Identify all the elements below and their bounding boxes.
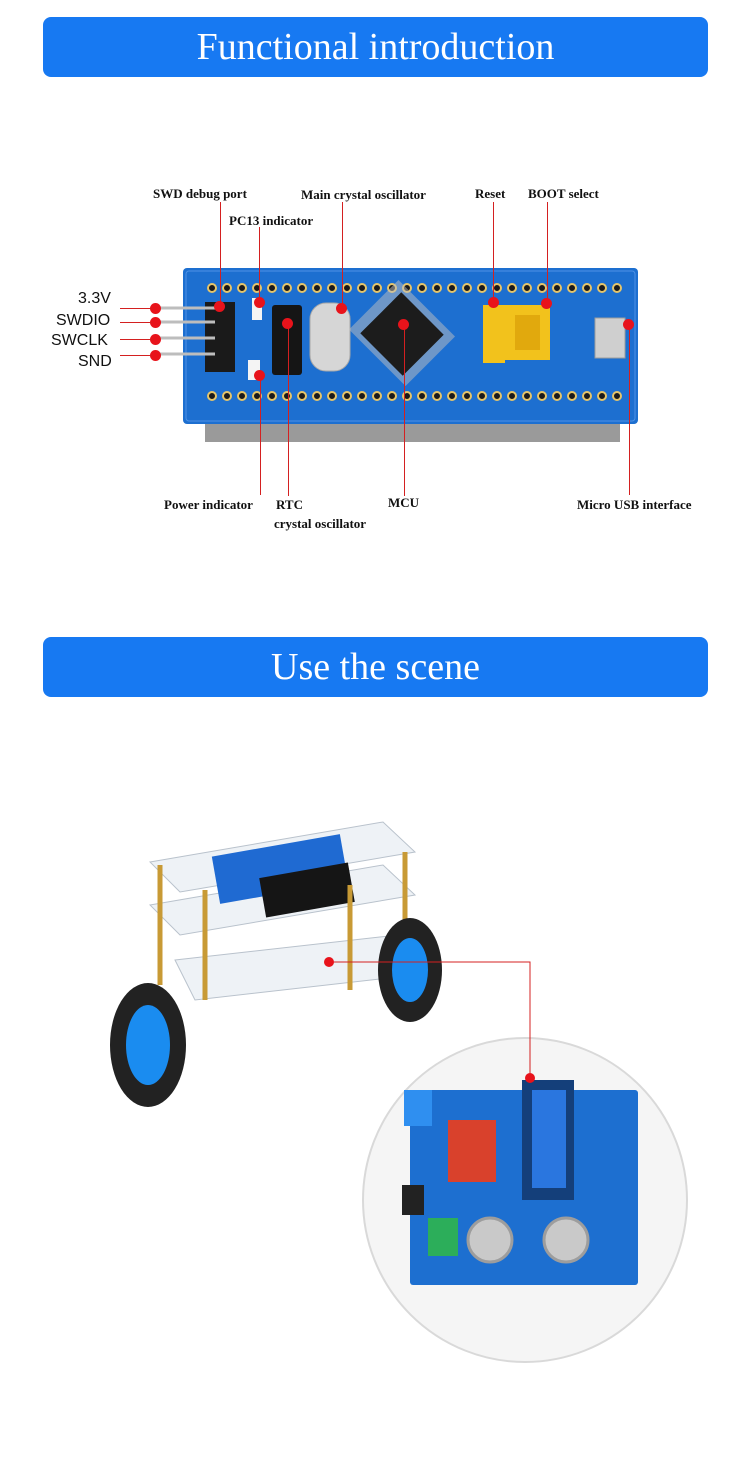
pin-3v3-marker [150, 303, 161, 314]
pin-swdio-marker [150, 317, 161, 328]
functional-introduction-banner: Functional introduction [43, 17, 708, 77]
rtc-crystal-marker [282, 318, 293, 329]
main-crystal-marker [336, 303, 347, 314]
balance-car [110, 821, 442, 1107]
power-indicator-marker [254, 370, 265, 381]
pin-snd-marker [150, 350, 161, 361]
micro-usb-port [594, 317, 626, 359]
reset-label: Reset [475, 186, 506, 201]
reset-button [483, 305, 505, 363]
pc13-led [252, 298, 262, 320]
use-the-scene-banner: Use the scene [43, 637, 708, 697]
rtc-label-line2: crystal oscillator [274, 516, 367, 531]
swd-debug-port-marker [214, 301, 225, 312]
pc13-indicator-marker [254, 297, 265, 308]
rtc-label-line1: RTC [276, 497, 303, 512]
car-marker [324, 957, 334, 967]
mcu-marker [398, 319, 409, 330]
mcu-chip [348, 279, 456, 387]
section-title: Functional introduction [196, 26, 555, 68]
power-indicator-label: Power indicator [164, 497, 253, 512]
circle-marker [525, 1073, 535, 1083]
section-title: Use the scene [271, 646, 480, 688]
reset-marker [488, 297, 499, 308]
pin-label-snd: SND [78, 353, 112, 370]
mcu-label: MCU [388, 495, 420, 510]
micro-usb-label: Micro USB interface [577, 497, 692, 512]
bottom-pins [205, 420, 620, 442]
boot-select-label: BOOT select [528, 186, 599, 201]
pin-label-swdio: SWDIO [56, 312, 111, 329]
pin-label-swclk: SWCLK [51, 332, 108, 349]
pc13-indicator-label: PC13 indicator [229, 213, 314, 228]
swd-debug-port-label: SWD debug port [153, 186, 247, 201]
zoom-circle [362, 1037, 688, 1363]
micro-usb-marker [623, 319, 634, 330]
main-crystal-label: Main crystal oscillator [301, 187, 426, 202]
pin-label-3v3: 3.3V [78, 290, 111, 307]
pin-swclk-marker [150, 334, 161, 345]
main-crystal [309, 302, 351, 372]
boot-select-marker [541, 298, 552, 309]
rtc-crystal [272, 305, 302, 375]
connector-line [329, 961, 531, 1078]
